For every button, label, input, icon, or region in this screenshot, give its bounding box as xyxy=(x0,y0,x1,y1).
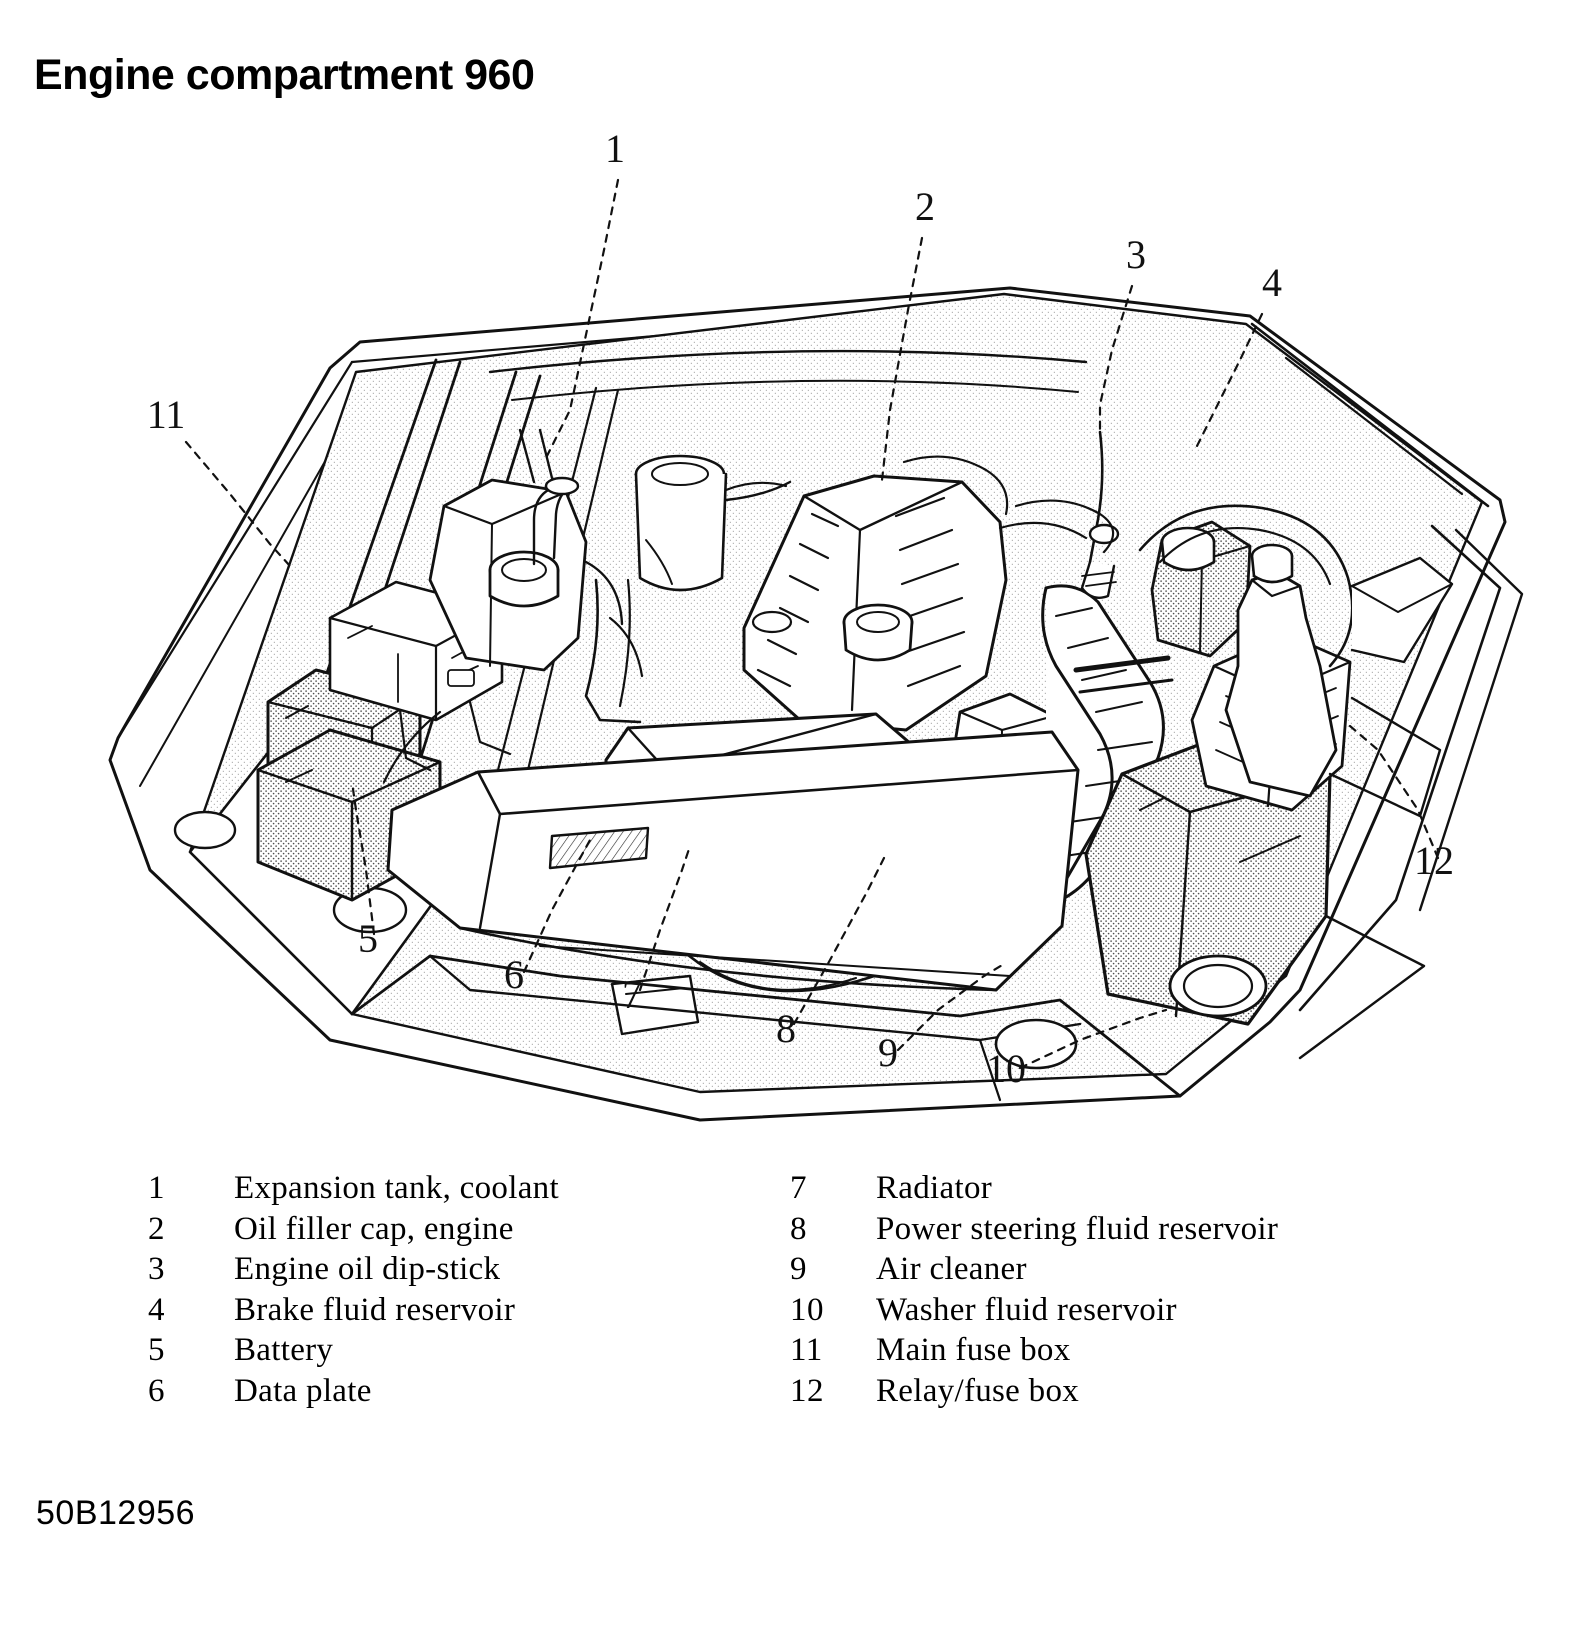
legend-number: 10 xyxy=(790,1291,824,1328)
callout-numbers: 1 2 3 4 5 6 7 8 9 10 11 12 xyxy=(147,126,1454,1091)
callout-leaders xyxy=(184,178,1440,1070)
engine-compartment-illustration: 1 2 3 4 5 6 7 8 9 10 11 12 xyxy=(0,110,1591,1140)
callout-2: 2 xyxy=(915,184,935,229)
legend-label: Air cleaner xyxy=(876,1251,1027,1287)
legend-number: 3 xyxy=(148,1251,165,1287)
callout-12: 12 xyxy=(1414,838,1454,883)
callout-11: 11 xyxy=(147,392,186,437)
radiator-fan-shroud xyxy=(1138,504,1454,668)
legend-item: 10 Washer fluid reservoir xyxy=(790,1290,1278,1331)
legend-item: 6 Data plate xyxy=(148,1371,559,1412)
callout-4: 4 xyxy=(1262,260,1282,305)
front-apron xyxy=(350,954,1182,1102)
reservoir-filler-neck xyxy=(634,454,792,592)
engine-valve-cover xyxy=(742,474,1008,732)
cowl-panel xyxy=(488,349,1088,401)
radiator xyxy=(386,730,1080,1036)
washer-fluid-reservoir xyxy=(1168,543,1338,1018)
component-legend: 1 Expansion tank, coolant 2 Oil filler c… xyxy=(0,1168,1591,1418)
legend-number: 12 xyxy=(790,1372,824,1409)
legend-item: 11 Main fuse box xyxy=(790,1330,1278,1371)
legend-label: Washer fluid reservoir xyxy=(876,1291,1177,1328)
engine-compartment-drawing: 1 2 3 4 5 6 7 8 9 10 11 12 xyxy=(108,126,1524,1122)
legend-label: Data plate xyxy=(234,1372,372,1409)
legend-label: Brake fluid reservoir xyxy=(234,1291,516,1328)
page-title: Engine compartment 960 xyxy=(34,51,535,99)
legend-number: 4 xyxy=(148,1291,165,1328)
legend-item: 1 Expansion tank, coolant xyxy=(148,1168,559,1209)
legend-number: 11 xyxy=(790,1332,823,1368)
figure-code: 50B12956 xyxy=(36,1494,196,1532)
air-cleaner xyxy=(1016,584,1332,1026)
data-plate xyxy=(548,826,650,870)
legend-item: 7 Radiator xyxy=(790,1168,1278,1209)
legend-column-left: 1 Expansion tank, coolant 2 Oil filler c… xyxy=(148,1168,559,1411)
callout-10: 10 xyxy=(986,1046,1026,1091)
legend-item: 12 Relay/fuse box xyxy=(790,1371,1278,1412)
legend-label: Expansion tank, coolant xyxy=(234,1170,559,1206)
legend-label: Battery xyxy=(234,1332,334,1368)
legend-label: Relay/fuse box xyxy=(876,1372,1080,1409)
callout-3: 3 xyxy=(1126,232,1146,277)
callout-8: 8 xyxy=(776,1006,796,1051)
legend-number: 5 xyxy=(148,1332,165,1368)
legend-column-right: 7 Radiator 8 Power steering fluid reserv… xyxy=(790,1168,1278,1411)
legend-item: 8 Power steering fluid reservoir xyxy=(790,1209,1278,1250)
callout-1: 1 xyxy=(605,126,625,171)
legend-label: Engine oil dip-stick xyxy=(234,1251,501,1287)
legend-item: 2 Oil filler cap, engine xyxy=(148,1209,559,1250)
legend-number: 2 xyxy=(148,1210,165,1247)
legend-number: 9 xyxy=(790,1251,807,1287)
right-inner-fender xyxy=(1250,322,1524,1060)
legend-item: 5 Battery xyxy=(148,1330,559,1371)
legend-item: 9 Air cleaner xyxy=(790,1249,1278,1290)
legend-item: 3 Engine oil dip-stick xyxy=(148,1249,559,1290)
legend-item: 4 Brake fluid reservoir xyxy=(148,1290,559,1331)
callout-7: 7 xyxy=(622,972,642,1017)
legend-label: Oil filler cap, engine xyxy=(234,1210,514,1247)
legend-number: 7 xyxy=(790,1170,807,1206)
legend-number: 8 xyxy=(790,1210,807,1247)
callout-9: 9 xyxy=(878,1030,898,1075)
legend-label: Main fuse box xyxy=(876,1332,1071,1368)
hoses-and-wiring xyxy=(382,455,1115,784)
callout-6: 6 xyxy=(504,952,524,997)
legend-label: Power steering fluid reservoir xyxy=(876,1210,1279,1247)
legend-label: Radiator xyxy=(876,1170,993,1206)
coolant-expansion-tank xyxy=(428,428,624,672)
legend-number: 6 xyxy=(148,1372,165,1409)
legend-number: 1 xyxy=(148,1170,165,1206)
callout-5: 5 xyxy=(358,916,378,961)
oil-dipstick xyxy=(1080,430,1120,599)
